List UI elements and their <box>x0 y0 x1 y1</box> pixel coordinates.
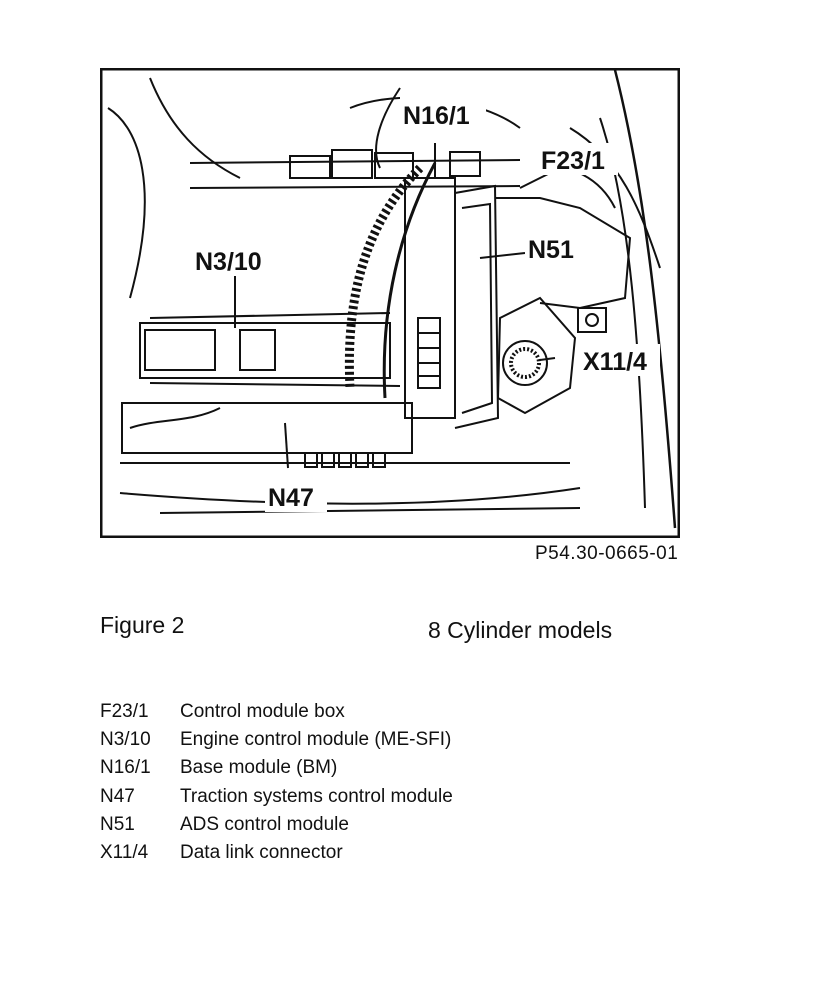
figure-title: Figure 2 <box>100 612 185 638</box>
legend-description: Traction systems control module <box>180 785 453 807</box>
legend-item: X11/4 Data link connector <box>100 839 453 867</box>
legend-description: Control module box <box>180 701 345 723</box>
legend: F23/1 Control module box N3/10 Engine co… <box>100 698 453 867</box>
component-location-diagram: N16/1 F23/1 N3/10 N51 X11/4 N47 <box>100 68 680 538</box>
legend-item: N51 ADS control module <box>100 811 453 839</box>
legend-code: N16/1 <box>100 757 151 779</box>
legend-code: F23/1 <box>100 701 149 723</box>
callout-x11-4: X11/4 <box>583 348 647 376</box>
legend-item: N16/1 Base module (BM) <box>100 754 453 782</box>
legend-item: N3/10 Engine control module (ME-SFI) <box>100 726 453 754</box>
legend-item: N47 Traction systems control module <box>100 783 453 811</box>
legend-code: N3/10 <box>100 729 151 751</box>
legend-code: N51 <box>100 813 135 835</box>
legend-item: F23/1 Control module box <box>100 698 453 726</box>
callout-n16-1: N16/1 <box>403 102 470 130</box>
callout-n51: N51 <box>528 236 574 264</box>
legend-description: Data link connector <box>180 842 343 864</box>
callout-f23-1: F23/1 <box>541 147 605 175</box>
callout-n47: N47 <box>268 484 314 512</box>
legend-code: N47 <box>100 785 135 807</box>
legend-code: X11/4 <box>100 842 149 864</box>
legend-description: Base module (BM) <box>180 757 338 779</box>
legend-description: Engine control module (ME-SFI) <box>180 729 452 751</box>
callout-n3-10: N3/10 <box>195 248 262 276</box>
figure-subtitle: 8 Cylinder models <box>428 617 613 643</box>
figure-reference-code: P54.30-0665-01 <box>535 543 679 564</box>
legend-description: ADS control module <box>180 813 349 835</box>
